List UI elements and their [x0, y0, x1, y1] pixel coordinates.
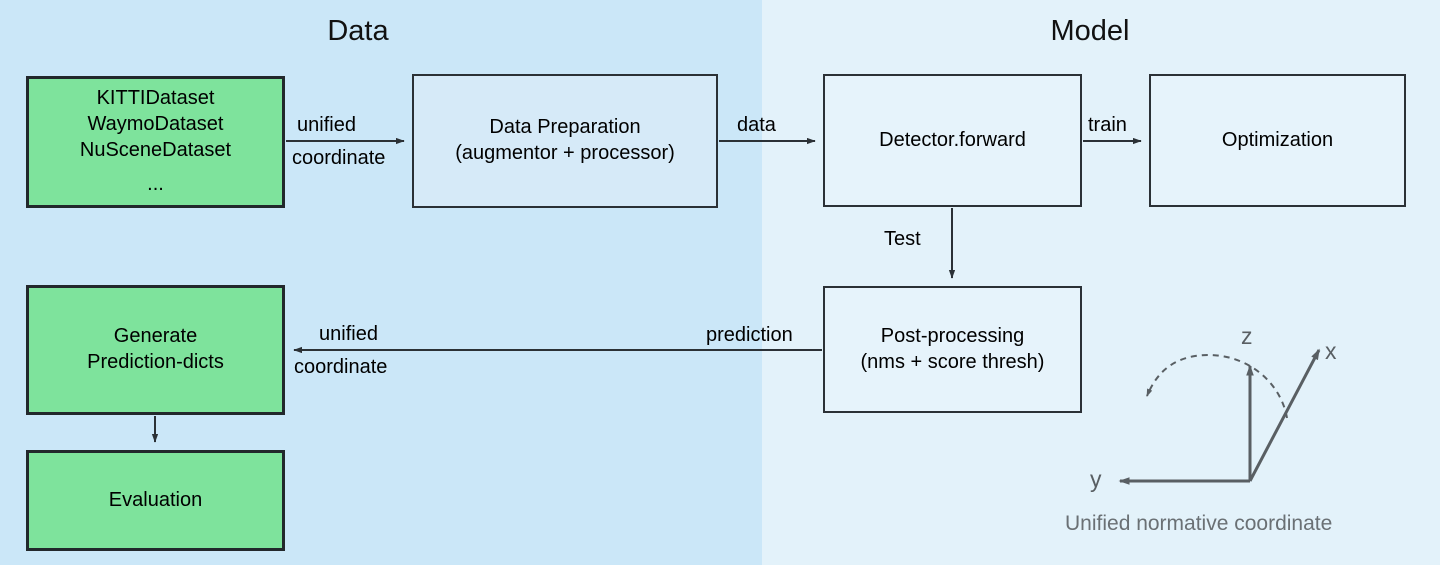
node-datasets-line-2: WaymoDataset [87, 112, 224, 135]
node-generate-line-1: Generate [113, 325, 198, 348]
node-data-preparation[interactable]: Data Preparation (augmentor + processor) [412, 74, 718, 208]
edge-label-unified: unified [297, 114, 356, 136]
edge-label-train: train [1088, 114, 1127, 136]
node-evaluation[interactable]: Evaluation [26, 450, 285, 551]
section-title-data: Data [327, 15, 389, 47]
node-post-processing[interactable]: Post-processing (nms + score thresh) [823, 286, 1082, 413]
node-post-processing-line-2: (nms + score thresh) [860, 350, 1045, 373]
section-title-model: Model [1050, 15, 1130, 47]
axis-label-z: z [1241, 323, 1253, 349]
node-data-preparation-line-1: Data Preparation [489, 116, 641, 139]
node-evaluation-label: Evaluation [108, 488, 203, 511]
node-datasets[interactable]: KITTIDataset WaymoDataset NuSceneDataset… [26, 76, 285, 208]
edge-label-data: data [737, 114, 776, 136]
coordinate-caption: Unified normative coordinate [1065, 512, 1333, 535]
axis-label-x: x [1325, 338, 1337, 364]
node-detector-forward[interactable]: Detector.forward [823, 74, 1082, 207]
node-optimization-label: Optimization [1221, 128, 1334, 151]
edge-label-test: Test [884, 228, 921, 250]
node-generate-prediction-dicts[interactable]: Generate Prediction-dicts [26, 285, 285, 415]
axis-label-y: y [1090, 466, 1102, 492]
node-detector-forward-label: Detector.forward [879, 128, 1026, 151]
edge-label-prediction: prediction [706, 324, 793, 346]
node-datasets-line-1: KITTIDataset [96, 87, 215, 110]
node-datasets-line-3: NuSceneDataset [79, 138, 232, 161]
edge-label-coordinate-return: coordinate [294, 356, 388, 378]
node-generate-line-2: Prediction-dicts [87, 351, 224, 373]
node-data-preparation-line-2: (augmentor + processor) [455, 142, 675, 164]
node-optimization[interactable]: Optimization [1149, 74, 1406, 207]
edge-label-unified-return: unified [319, 323, 378, 345]
node-datasets-ellipsis: ... [147, 173, 164, 196]
node-post-processing-line-1: Post-processing [880, 324, 1025, 347]
edge-label-coordinate: coordinate [292, 147, 386, 169]
